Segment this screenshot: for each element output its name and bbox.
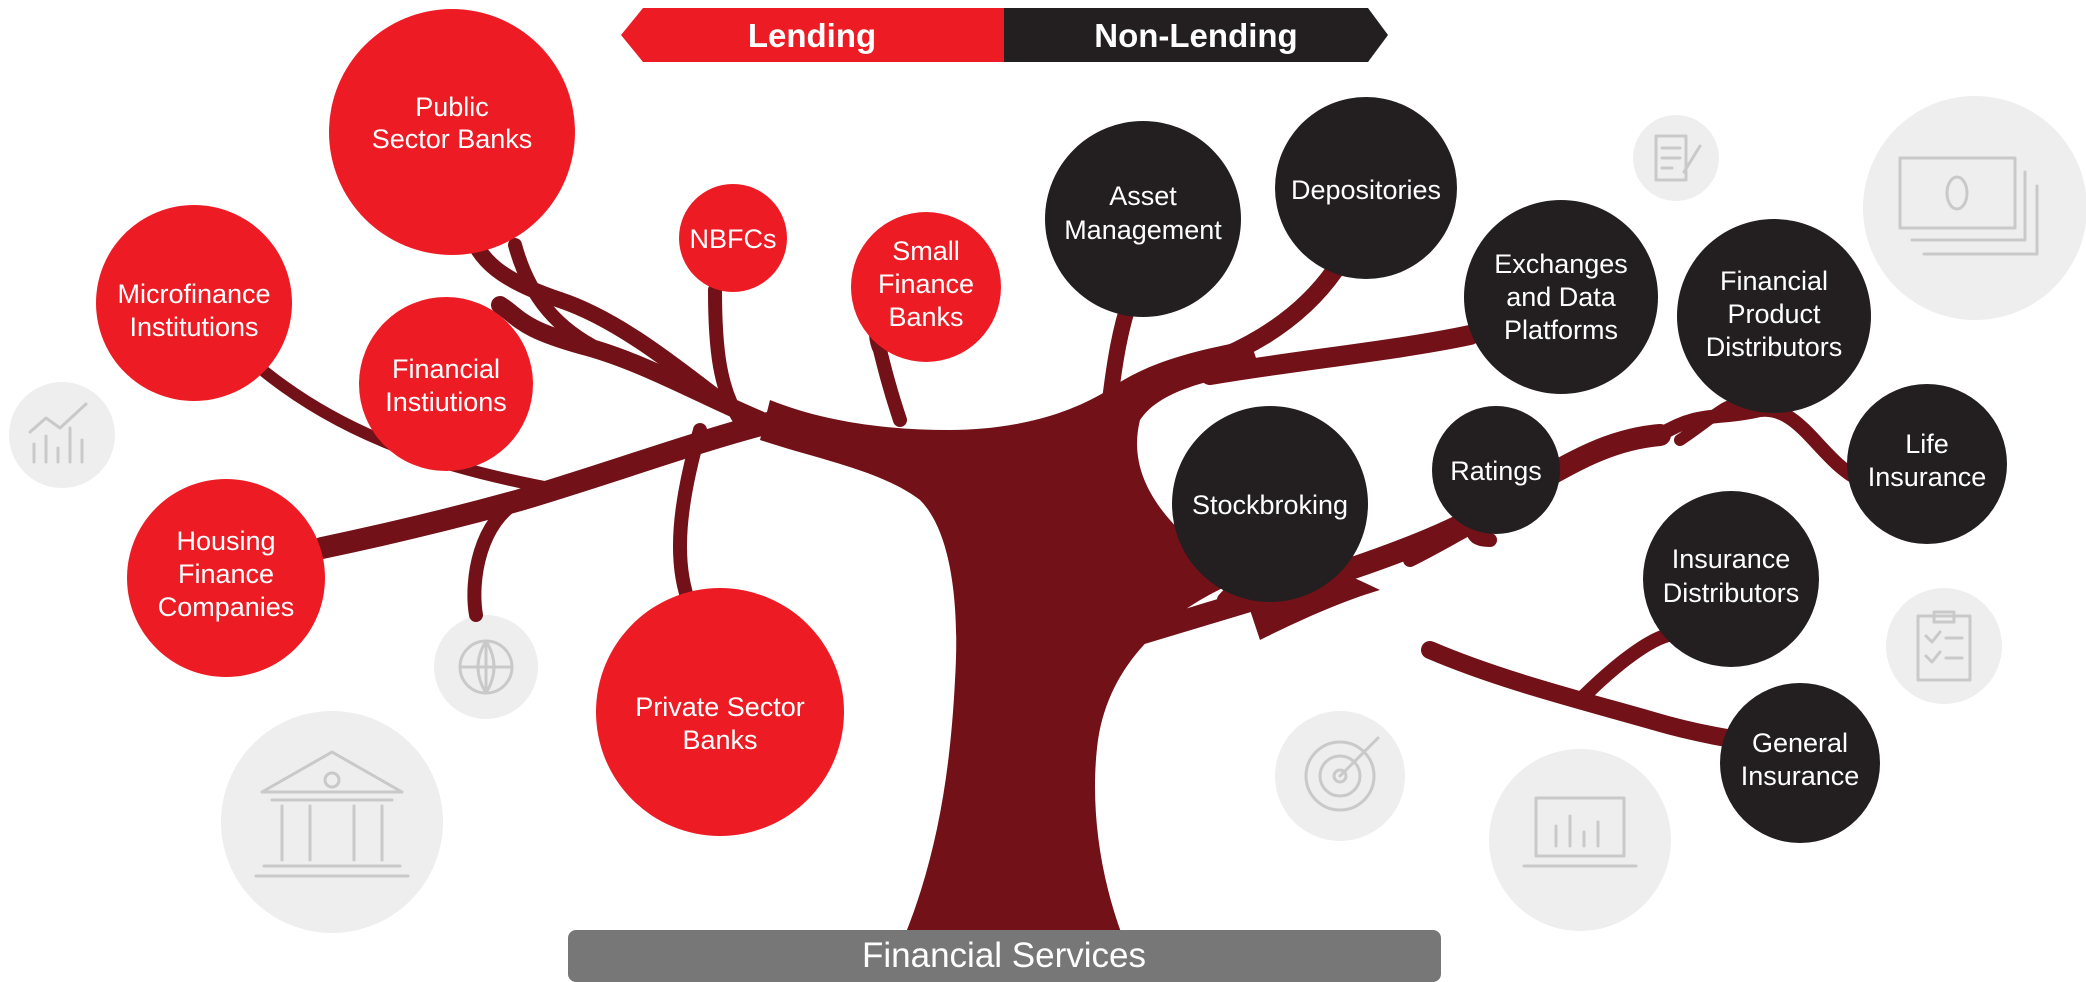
globe-icon xyxy=(434,615,538,719)
non-lending-label: Non-Lending xyxy=(1094,17,1297,54)
chart-icon xyxy=(9,382,115,488)
tree-trunk xyxy=(760,340,1380,935)
non-lending-banner xyxy=(1004,8,1388,62)
lending-label: Lending xyxy=(748,17,876,54)
svg-text:Stockbroking: Stockbroking xyxy=(1192,490,1348,520)
target-icon xyxy=(1275,711,1405,841)
financial-services-base: Financial Services xyxy=(568,930,1441,982)
svg-text:Depositories: Depositories xyxy=(1291,175,1441,205)
node-stockbroking: Stockbroking xyxy=(1172,406,1368,602)
lending-banner xyxy=(621,8,1004,62)
money-notes-icon xyxy=(1863,96,2086,320)
laptop-chart-icon xyxy=(1489,749,1671,931)
document-edit-icon xyxy=(1633,115,1719,201)
svg-text:NBFCs: NBFCs xyxy=(690,224,777,254)
category-banner: Lending Non-Lending xyxy=(621,8,1388,62)
clipboard-checklist-icon xyxy=(1886,588,2002,704)
node-nbfcs: NBFCs xyxy=(679,184,787,292)
node-depositories: Depositories xyxy=(1275,97,1457,279)
base-label: Financial Services xyxy=(862,936,1146,975)
bank-building-icon xyxy=(221,711,443,933)
tree xyxy=(259,225,1867,935)
svg-text:Ratings: Ratings xyxy=(1450,456,1542,486)
node-ratings: Ratings xyxy=(1432,406,1560,534)
